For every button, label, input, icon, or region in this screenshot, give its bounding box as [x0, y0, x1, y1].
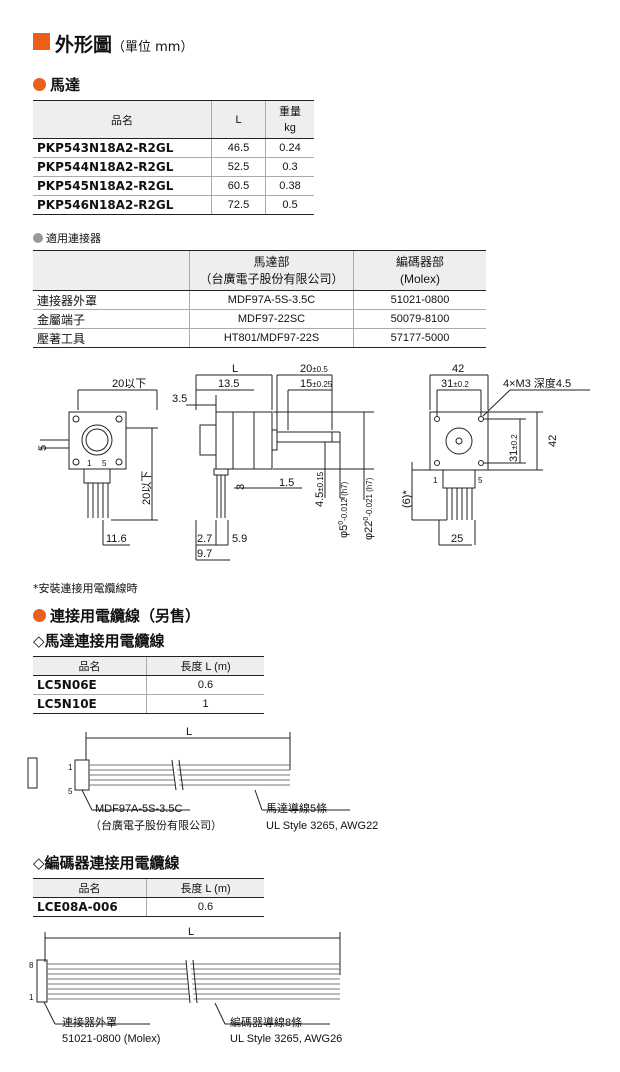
svg-text:1: 1 [68, 763, 73, 772]
encoder-cable-wire-label: 編碼器導線8條 [230, 1015, 302, 1029]
col-motor-part: 馬達部（台廣電子股份有限公司） [189, 250, 354, 291]
svg-text:8: 8 [29, 961, 34, 970]
motor-heading: 馬達 [33, 74, 80, 95]
dim-side-97: 9.7 [197, 548, 212, 560]
svg-text:（台廣電子股份有限公司）: （台廣電子股份有限公司） [90, 818, 222, 832]
dim-rear-42: 42 [452, 363, 464, 375]
dim-side-20: 20±0.5 [300, 363, 328, 375]
dim-side-135: 13.5 [218, 378, 239, 390]
dim-side-L: L [232, 363, 238, 375]
dim-side-35: 3.5 [172, 393, 187, 405]
dim-side-phi22: φ220-0.021 (h7) [363, 477, 375, 540]
svg-text:5: 5 [478, 476, 483, 485]
dim-side-27: 2.7 [197, 533, 212, 545]
dim-front-5: 5 [37, 445, 49, 451]
dim-front-116: 11.6 [106, 533, 127, 545]
motor-cable-wire-label: 馬達導線5條 [266, 801, 327, 815]
svg-text:L: L [188, 926, 194, 938]
gray-dot-icon [33, 233, 43, 243]
connector-note: 適用連接器 [33, 230, 101, 246]
dim-rear-31: 31±0.2 [441, 378, 469, 390]
dim-side-3: 3 [235, 484, 247, 490]
col-encoder-part: 編碼器部(Molex) [353, 250, 486, 291]
svg-text:1: 1 [87, 459, 92, 468]
dim-side-phi5: φ50-0.012 (h7) [338, 481, 350, 538]
svg-text:L: L [186, 726, 192, 738]
front-motor-flange [68, 411, 127, 470]
cable-heading: 連接用電纜線（另售） [33, 605, 200, 626]
footnote: *安裝連接用電纜線時 [33, 582, 138, 595]
motor-cable-heading: ◇馬達連接用電纜線 [33, 632, 165, 650]
dim-front-20b: 20以下 [141, 471, 153, 505]
dimension-drawing: 20以下 5 20以下 11.6 1 5 L 13.5 3.5 20±0.5 1… [37, 363, 590, 561]
connector-icon [36, 959, 48, 1003]
svg-text:1: 1 [29, 993, 34, 1002]
motor-cable-connector-label: MDF97A-5S-3.5C [95, 803, 182, 815]
col-l: L [211, 100, 266, 139]
svg-text:1: 1 [433, 476, 438, 485]
page-title: 外形圖（單位 mm） [55, 34, 194, 56]
title-square-icon [33, 33, 50, 50]
dim-side-59: 5.9 [232, 533, 247, 545]
encoder-cable-connector-label: 連接器外罩 [62, 1015, 117, 1029]
dim-rear-25: 25 [451, 533, 463, 545]
svg-text:UL Style 3265, AWG26: UL Style 3265, AWG26 [230, 1033, 342, 1045]
dim-rear-42b: 42 [547, 435, 559, 447]
motor-cable-drawing: L 1 5 MDF97A-5S-3.5C （台廣電子股份有限公司） 馬達導線5條… [27, 726, 378, 832]
svg-text:5: 5 [102, 459, 107, 468]
dim-rear-6: (6)* [401, 490, 413, 508]
encoder-cable-heading: ◇編碼器連接用電纜線 [33, 854, 180, 872]
connector-icon [27, 757, 38, 789]
encoder-cable-drawing: L 8 1 連接器外罩 51021-0800 (Molex) 編碼器導線8條 U… [29, 926, 342, 1045]
orange-dot-icon [33, 78, 46, 91]
side-motor-body [215, 411, 273, 470]
dim-side-45: 4.5±0.15 [314, 471, 326, 507]
orange-dot-icon [33, 609, 46, 622]
dim-side-15b: 1.5 [279, 477, 294, 489]
svg-text:UL Style 3265, AWG22: UL Style 3265, AWG22 [266, 820, 378, 832]
svg-text:5: 5 [68, 787, 73, 796]
dim-rear-m3: 4×M3 深度4.5 [503, 376, 571, 390]
unit-label: （單位 mm） [112, 40, 194, 55]
col-name: 品名 [33, 100, 212, 139]
dim-front-20: 20以下 [112, 378, 146, 390]
dim-rear-31b: 31±0.2 [508, 434, 520, 462]
dim-side-15: 15±0.25 [300, 378, 333, 390]
svg-text:51021-0800 (Molex): 51021-0800 (Molex) [62, 1033, 160, 1045]
